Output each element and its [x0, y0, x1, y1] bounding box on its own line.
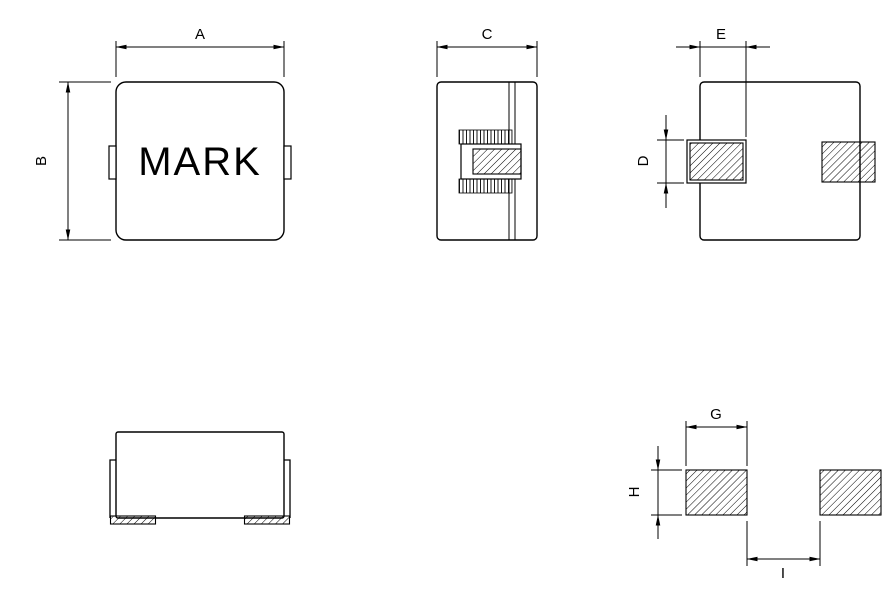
end-view-left-terminal [689, 142, 744, 181]
dimension-g: G [685, 406, 748, 466]
top-view-right-terminal [283, 145, 292, 180]
dim-label-h: H [626, 487, 643, 498]
dimension-h: H [626, 446, 682, 539]
end-view: E D [635, 26, 876, 241]
dimension-b: B [33, 81, 111, 241]
top-view: MARK A B [33, 26, 292, 241]
front-view-body [115, 431, 285, 519]
dim-label-c: C [482, 26, 493, 43]
dimension-d: D [635, 115, 684, 208]
winding-top [458, 129, 513, 145]
dim-label-a: A [195, 26, 205, 43]
front-view-right-terminal-wrap [284, 459, 291, 518]
dimension-i: I [746, 521, 821, 582]
front-view-right-foot [243, 515, 291, 525]
dim-label-b: B [33, 156, 50, 166]
front-view [109, 431, 291, 525]
dimension-c: C [436, 26, 538, 77]
terminal-section [472, 148, 522, 175]
dim-label-e: E [716, 26, 726, 43]
top-view-left-terminal [108, 145, 117, 180]
winding-bottom [458, 178, 513, 194]
front-view-left-foot [109, 515, 157, 525]
side-view: C [436, 26, 538, 241]
front-view-left-terminal-wrap [109, 459, 116, 518]
mark-text: MARK [138, 140, 262, 184]
land-pad-right [819, 469, 882, 516]
land-pattern: G H I [626, 406, 882, 582]
land-pad-left [685, 469, 748, 516]
end-view-right-terminal [821, 141, 876, 183]
dim-label-i: I [781, 565, 785, 582]
dimension-a: A [115, 26, 285, 77]
dimension-e: E [676, 26, 770, 137]
dim-label-d: D [635, 155, 652, 166]
dim-label-g: G [710, 406, 722, 423]
